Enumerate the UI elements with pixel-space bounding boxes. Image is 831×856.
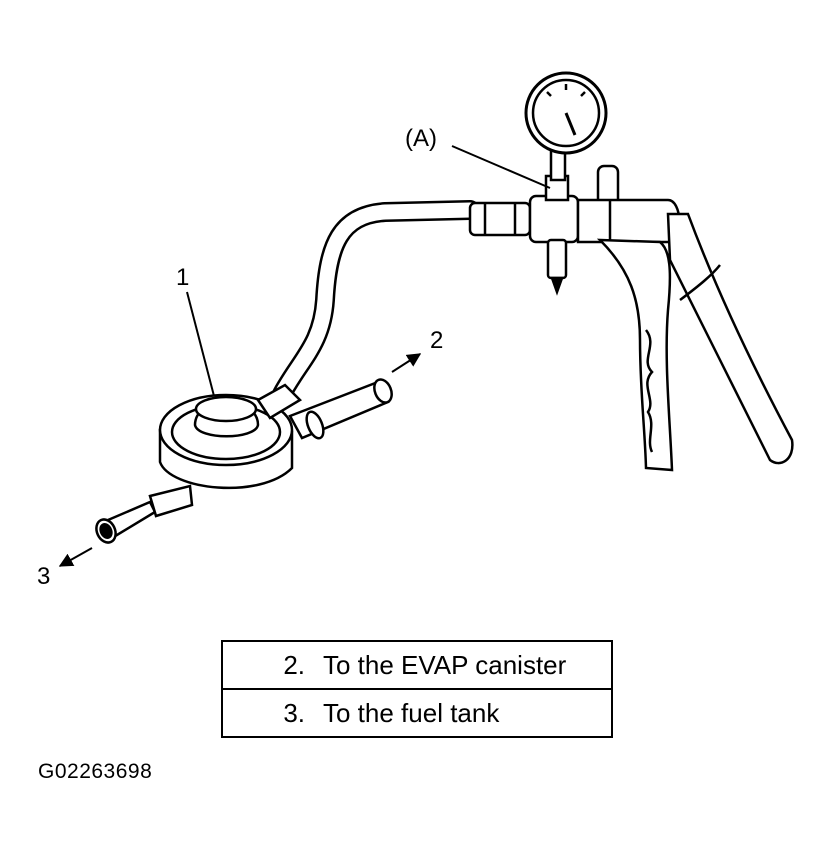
callout-a-leader	[451, 145, 551, 189]
arrow-to-canister	[391, 353, 422, 373]
two-way-valve	[95, 378, 393, 544]
callout-a-label: (A)	[405, 125, 437, 152]
legend-number: 3.	[283, 697, 305, 728]
legend-description: To the fuel tank	[323, 697, 500, 728]
callout-1-label: 1	[176, 264, 189, 291]
vacuum-hose	[272, 200, 480, 404]
legend-description: To the EVAP canister	[323, 649, 567, 680]
arrow-to-tank	[58, 547, 93, 567]
legend-row-canister: 2. To the EVAP canister	[223, 642, 611, 688]
callout-3-label: 3	[37, 563, 50, 590]
vacuum-pump-tool	[468, 71, 794, 472]
callout-1-leader	[186, 291, 215, 397]
legend-number: 2.	[283, 649, 305, 680]
legend-row-fuel-tank: 3. To the fuel tank	[223, 688, 611, 736]
figure-id: G02263698	[38, 760, 153, 783]
legend-table: 2. To the EVAP canister 3. To the fuel t…	[221, 640, 613, 738]
callout-2-label: 2	[430, 327, 443, 354]
